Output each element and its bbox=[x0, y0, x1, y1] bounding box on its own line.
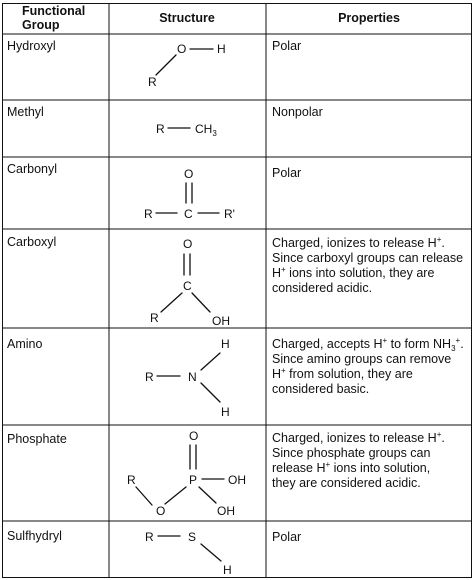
svg-text:Since amino groups can remove: Since amino groups can remove bbox=[272, 352, 451, 366]
group-name-phosphate: Phosphate bbox=[7, 432, 67, 446]
svg-text:R: R bbox=[156, 122, 165, 136]
svg-text:Charged, ionizes to release H+: Charged, ionizes to release H+. bbox=[272, 430, 445, 445]
svg-text:R: R bbox=[144, 207, 153, 221]
table-frame bbox=[2, 3, 472, 578]
properties-amino: Charged, accepts H+ to form NH3+. Since … bbox=[272, 336, 464, 396]
group-name-hydroxyl: Hydroxyl bbox=[7, 39, 56, 53]
structure-carbonyl: O R C R' bbox=[144, 167, 235, 221]
svg-text:H+ from solution, they are: H+ from solution, they are bbox=[272, 366, 413, 381]
properties-sulfhydryl: Polar bbox=[272, 530, 301, 544]
header-structure: Structure bbox=[159, 11, 215, 25]
functional-groups-table: Functional Group Structure Properties Hy… bbox=[2, 3, 472, 578]
properties-carboxyl: Charged, ionizes to release H+. Since ca… bbox=[272, 235, 463, 295]
structure-sulfhydryl: R S H bbox=[145, 530, 232, 577]
svg-text:O: O bbox=[189, 429, 198, 443]
svg-text:O: O bbox=[183, 237, 192, 251]
svg-text:P: P bbox=[189, 473, 197, 487]
group-name-sulfhydryl: Sulfhydryl bbox=[7, 529, 62, 543]
svg-text:OH: OH bbox=[228, 473, 246, 487]
svg-text:R: R bbox=[150, 311, 159, 325]
svg-text:Charged, accepts H+ to form NH: Charged, accepts H+ to form NH3+. bbox=[272, 336, 464, 353]
properties-phosphate: Charged, ionizes to release H+. Since ph… bbox=[272, 430, 445, 490]
svg-text:N: N bbox=[188, 370, 197, 384]
svg-text:R: R bbox=[145, 530, 154, 544]
svg-text:H: H bbox=[217, 42, 226, 56]
properties-carbonyl: Polar bbox=[272, 166, 301, 180]
svg-text:considered basic.: considered basic. bbox=[272, 382, 369, 396]
svg-text:OH: OH bbox=[212, 314, 230, 328]
svg-text:H+ ions into solution, they ar: H+ ions into solution, they are bbox=[272, 265, 434, 280]
svg-text:R: R bbox=[145, 370, 154, 384]
group-name-carboxyl: Carboxyl bbox=[7, 235, 56, 249]
group-name-amino: Amino bbox=[7, 337, 42, 351]
svg-text:O: O bbox=[156, 504, 165, 518]
svg-text:CH3: CH3 bbox=[195, 122, 217, 138]
svg-text:S: S bbox=[188, 530, 196, 544]
header-functional-group-2: Group bbox=[22, 18, 60, 32]
svg-text:H: H bbox=[223, 563, 232, 577]
group-name-carbonyl: Carbonyl bbox=[7, 162, 57, 176]
svg-text:O: O bbox=[177, 42, 186, 56]
svg-text:Charged, ionizes to release H+: Charged, ionizes to release H+. bbox=[272, 235, 445, 250]
structure-hydroxyl: R O H bbox=[148, 42, 226, 89]
group-name-methyl: Methyl bbox=[7, 105, 44, 119]
svg-text:R': R' bbox=[224, 207, 235, 221]
svg-text:H: H bbox=[221, 337, 230, 351]
svg-text:R: R bbox=[148, 75, 157, 89]
svg-text:they are considered acidic.: they are considered acidic. bbox=[272, 476, 421, 490]
svg-text:OH: OH bbox=[217, 504, 235, 518]
structure-methyl: R CH3 bbox=[156, 122, 217, 138]
structure-phosphate: O P OH OH O R bbox=[127, 429, 246, 518]
properties-methyl: Nonpolar bbox=[272, 105, 323, 119]
header-properties: Properties bbox=[338, 11, 400, 25]
svg-text:H: H bbox=[221, 405, 230, 419]
svg-text:considered acidic.: considered acidic. bbox=[272, 281, 372, 295]
structure-carboxyl: O C R OH bbox=[150, 237, 230, 328]
properties-hydroxyl: Polar bbox=[272, 39, 301, 53]
header-functional-group: Functional bbox=[22, 4, 85, 18]
svg-text:Since carboxyl groups can rele: Since carboxyl groups can release bbox=[272, 251, 463, 265]
svg-text:C: C bbox=[184, 207, 193, 221]
svg-text:release H+ ions into solution,: release H+ ions into solution, bbox=[272, 460, 430, 475]
svg-text:R: R bbox=[127, 473, 136, 487]
structure-amino: H R N H bbox=[145, 337, 230, 419]
svg-text:O: O bbox=[184, 167, 193, 181]
svg-text:Since phosphate groups can: Since phosphate groups can bbox=[272, 446, 430, 460]
svg-text:C: C bbox=[183, 279, 192, 293]
